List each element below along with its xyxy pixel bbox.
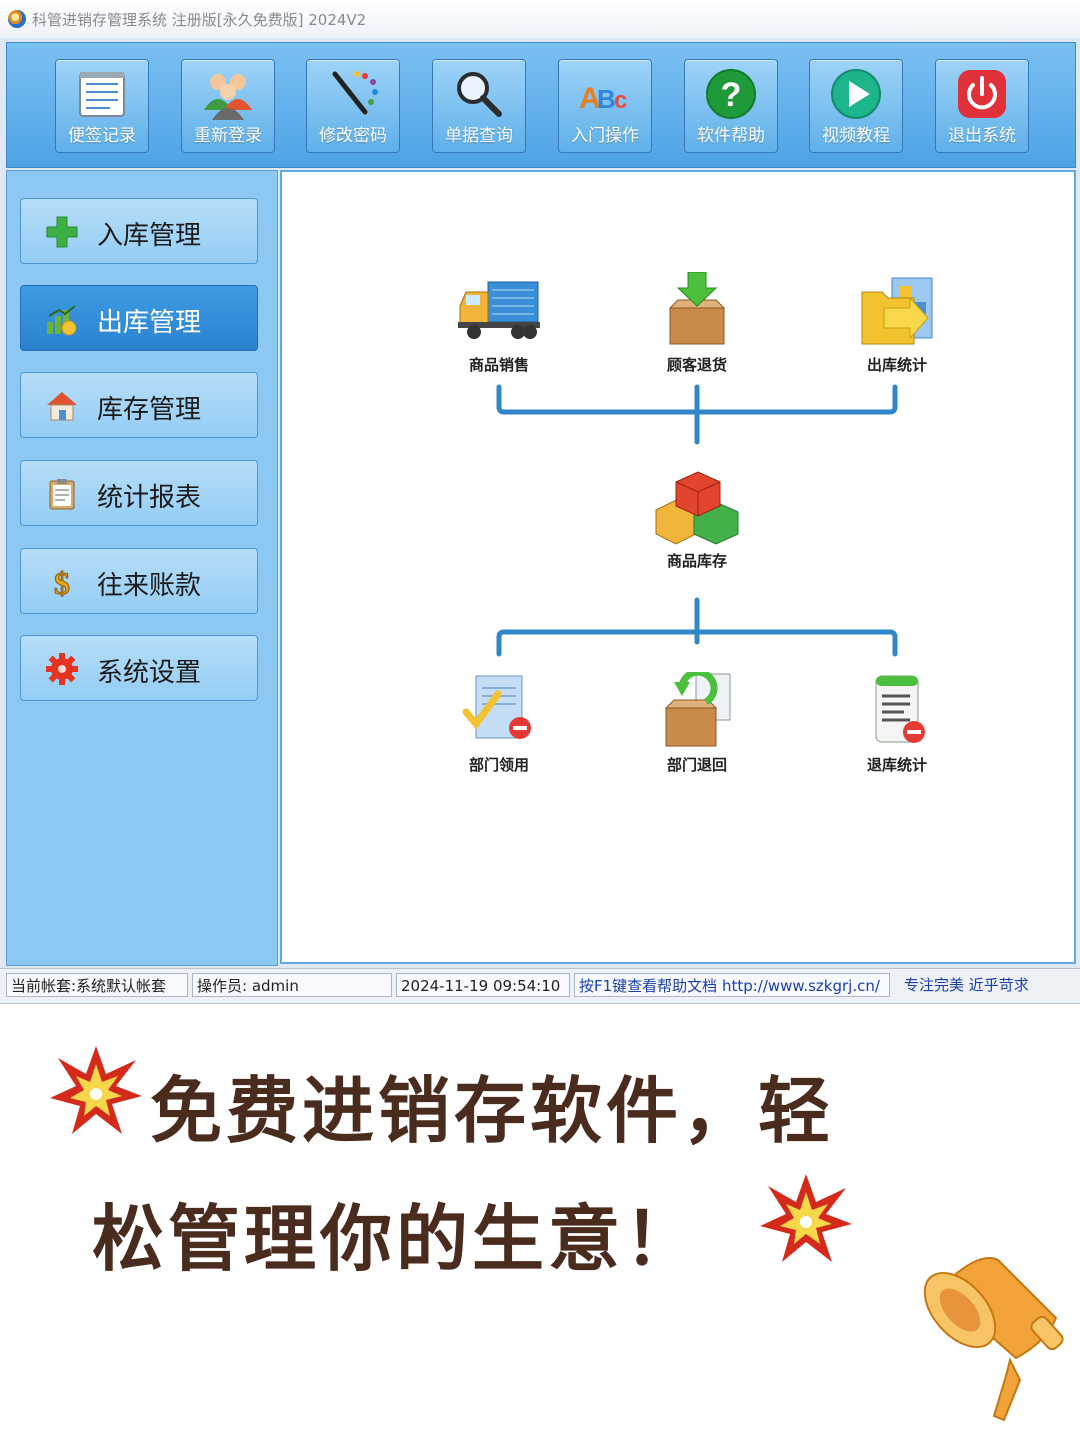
- change-password-button[interactable]: 修改密码: [306, 59, 400, 153]
- app-window: 科管进销存管理系统 注册版[永久免费版] 2024V2 便签记录 重新登录: [0, 0, 1080, 1004]
- getting-started-button[interactable]: A B c 入门操作: [558, 59, 652, 153]
- flow-node-dept-requisition[interactable]: 部门领用: [439, 672, 559, 775]
- status-slogan: 专注完美 近乎苛求: [904, 976, 1029, 994]
- sidebar-item-label: 统计报表: [97, 483, 202, 513]
- flow-node-sales[interactable]: 商品销售: [439, 272, 559, 375]
- toolbar-label: 便签记录: [68, 126, 136, 146]
- flow-node-dept-return[interactable]: 部门退回: [637, 672, 757, 775]
- memo-button[interactable]: 便签记录: [55, 59, 149, 153]
- toolbar: 便签记录 重新登录 修改密码 单据查询 A: [6, 42, 1076, 168]
- sidebar-item-reports[interactable]: 统计报表: [20, 460, 258, 526]
- dollar-icon: $: [54, 565, 71, 599]
- toolbar-label: 退出系统: [948, 126, 1016, 146]
- power-icon: [958, 70, 1006, 118]
- flow-connector-lines: [496, 384, 898, 657]
- plus-icon: [46, 216, 78, 248]
- caption-line-1: 免费进销存软件，轻: [150, 1069, 835, 1153]
- gear-icon: [46, 653, 78, 685]
- relogin-button[interactable]: 重新登录: [181, 59, 275, 153]
- status-datetime: 2024-11-19 09:54:10: [396, 973, 570, 997]
- burst-icon: [760, 1174, 852, 1262]
- title-bar: 科管进销存管理系统 注册版[永久免费版] 2024V2: [0, 0, 1080, 38]
- window-title: 科管进销存管理系统 注册版[永久免费版] 2024V2: [32, 11, 367, 29]
- flow-node-label: 退库统计: [866, 756, 927, 774]
- sidebar-item-label: 库存管理: [97, 395, 202, 425]
- magnifier-icon: [457, 72, 502, 117]
- sidebar: 入库管理 出库管理 库存管理 统计报表 $: [6, 170, 278, 966]
- folder-arrow-icon: [861, 277, 933, 345]
- megaphone-icon: [923, 1257, 1064, 1422]
- app-logo-icon: [8, 10, 26, 28]
- sidebar-item-accounts[interactable]: $ 往来账款: [20, 548, 258, 614]
- flow-node-label: 商品库存: [666, 552, 727, 570]
- list-minus-icon: [875, 675, 925, 743]
- toolbar-label: 软件帮助: [697, 126, 765, 146]
- sidebar-item-label: 出库管理: [97, 308, 202, 338]
- flow-node-stock[interactable]: 商品库存: [637, 468, 757, 571]
- sidebar-item-label: 往来账款: [97, 571, 202, 601]
- help-icon: ?: [706, 69, 756, 119]
- svg-text:?: ?: [721, 76, 742, 114]
- sidebar-item-settings[interactable]: 系统设置: [20, 635, 258, 701]
- notepad-icon: [79, 72, 125, 117]
- svg-text:c: c: [614, 87, 627, 114]
- toolbar-label: 入门操作: [571, 126, 639, 146]
- play-icon: [831, 69, 881, 119]
- svg-text:$: $: [54, 565, 70, 599]
- cubes-icon: [655, 471, 739, 545]
- toolbar-label: 视频教程: [822, 126, 890, 146]
- flow-node-label: 顾客退货: [666, 356, 727, 374]
- clipboard-icon: [49, 479, 75, 510]
- burst-icon: [50, 1046, 142, 1134]
- flow-node-outbound-stats[interactable]: 出库统计: [837, 272, 957, 375]
- truck-icon: [458, 281, 540, 339]
- flow-node-label: 部门退回: [666, 756, 727, 774]
- status-bar: 当前帐套:系统默认帐套 操作员: admin 2024-11-19 09:54:…: [0, 968, 1080, 1003]
- sidebar-item-label: 系统设置: [97, 658, 202, 688]
- abc-icon: A B c: [579, 82, 627, 115]
- money-chart-icon: [47, 305, 77, 336]
- caption-line-2: 松管理你的生意！: [92, 1197, 701, 1281]
- svg-text:A: A: [579, 82, 601, 115]
- flow-node-customer-return[interactable]: 顾客退货: [637, 272, 757, 375]
- status-account: 当前帐套:系统默认帐套: [6, 973, 188, 997]
- video-tutorial-button[interactable]: 视频教程: [809, 59, 903, 153]
- svg-text:B: B: [597, 84, 616, 114]
- doc-check-icon: [462, 675, 531, 739]
- pen-icon: [332, 71, 378, 115]
- flow-node-label: 出库统计: [866, 356, 927, 374]
- status-operator: 操作员: admin: [192, 973, 392, 997]
- flow-node-label: 部门领用: [468, 756, 529, 774]
- document-search-button[interactable]: 单据查询: [432, 59, 526, 153]
- box-return-icon: [664, 672, 731, 747]
- flow-node-label: 商品销售: [468, 356, 529, 374]
- software-help-button[interactable]: ? 软件帮助: [684, 59, 778, 153]
- toolbar-label: 重新登录: [194, 126, 262, 146]
- box-arrow-down-icon: [668, 272, 726, 345]
- sidebar-item-label: 入库管理: [97, 221, 202, 251]
- flow-panel: 商品销售 顾客退货 出库统计: [280, 170, 1076, 964]
- toolbar-label: 修改密码: [319, 126, 387, 146]
- sidebar-item-inventory[interactable]: 库存管理: [20, 372, 258, 438]
- sidebar-item-inbound[interactable]: 入库管理: [20, 198, 258, 264]
- status-help-link[interactable]: 按F1键查看帮助文档 http://www.szkgrj.cn/: [574, 973, 890, 997]
- toolbar-label: 单据查询: [445, 126, 513, 146]
- sidebar-item-outbound[interactable]: 出库管理: [20, 285, 258, 351]
- exit-system-button[interactable]: 退出系统: [935, 59, 1029, 153]
- house-icon: [47, 392, 77, 421]
- flow-node-return-stats[interactable]: 退库统计: [837, 672, 957, 775]
- users-icon: [204, 74, 252, 120]
